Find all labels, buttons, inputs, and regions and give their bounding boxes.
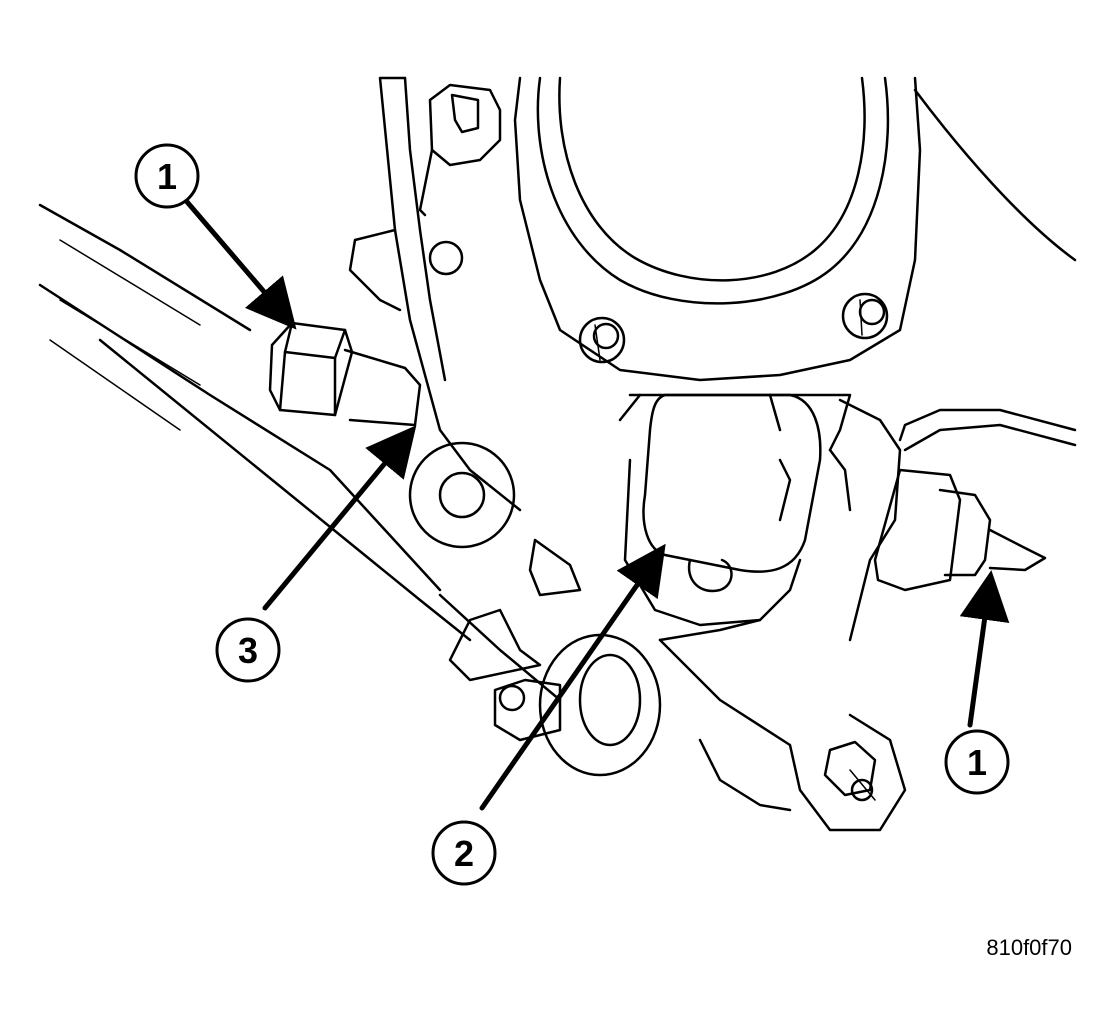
lower-bore [408,441,516,549]
tie-rod-end-right [873,408,1077,592]
hub-opening [536,76,890,305]
ball-joint-lower [448,608,662,777]
callout-1-top: 1 [134,143,200,209]
bushing-block [642,393,822,573]
callout-3: 3 [215,617,281,683]
leader-1-top [179,193,297,330]
line-art [38,76,1077,832]
knuckle-outline [378,76,922,512]
svg-text:1: 1 [967,742,987,783]
stud-left [578,316,626,364]
figure-id-label: 810f0f70 [986,935,1072,960]
svg-text:2: 2 [454,833,474,874]
lower-arm-lower-edge [38,283,442,592]
svg-text:3: 3 [238,630,258,671]
callout-2: 2 [431,820,497,886]
lower-arm-upper-edge [38,203,252,332]
svg-text:1: 1 [157,156,177,197]
upper-bolt-tab [428,83,502,167]
lower-bolt [823,740,877,802]
callout-1-right: 1 [944,729,1010,795]
leader-2 [479,543,666,811]
tie-rod-end-left [268,321,422,427]
leader-lines [179,193,1010,811]
small-hole [428,240,464,276]
leader-1-right [959,570,1010,728]
stud-right [841,292,889,340]
leader-3 [262,425,417,611]
